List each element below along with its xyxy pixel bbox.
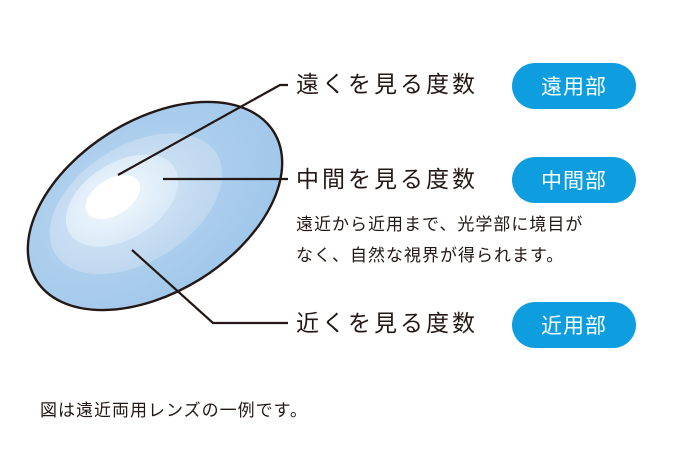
caption: 図は遠近両用レンズの一例です。 bbox=[40, 401, 308, 421]
near-zone-label: 近くを見る度数 bbox=[296, 311, 478, 337]
far-zone-badge: 遠用部 bbox=[512, 63, 636, 109]
far-zone-label: 遠くを見る度数 bbox=[296, 72, 478, 98]
mid-zone-badge: 中間部 bbox=[512, 157, 636, 203]
leader-line-near bbox=[131, 249, 288, 325]
mid-zone-label: 中間を見る度数 bbox=[296, 167, 478, 193]
description-line-2: なく、自然な視界が得られます。 bbox=[296, 246, 565, 266]
leader-line-far bbox=[117, 83, 288, 176]
description-line-1: 遠近から近用まで、光学部に境目が bbox=[296, 215, 584, 235]
lens-far-zone bbox=[85, 174, 140, 220]
near-zone-badge: 近用部 bbox=[512, 302, 636, 348]
